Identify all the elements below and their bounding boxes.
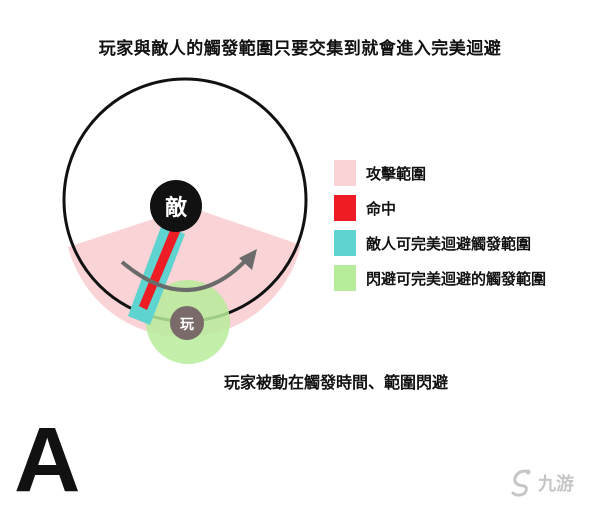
watermark: 九游 (508, 468, 574, 498)
movement-arrow (120, 256, 250, 292)
watermark-text: 九游 (538, 474, 574, 495)
legend-item: 命中 (334, 195, 546, 221)
legend: 攻擊範圍 命中 敵人可完美迴避觸發範圍 閃避可完美迴避的觸發範圍 (334, 160, 546, 300)
diagram-caption: 玩家被動在觸發時間、範圍閃避 (224, 373, 449, 392)
legend-swatch-enemy-trigger (334, 230, 356, 256)
panel-letter: A (14, 409, 81, 511)
hit-bar (139, 228, 180, 310)
enemy-circle (150, 180, 202, 232)
legend-swatch-hit (334, 195, 356, 221)
legend-item: 攻擊範圍 (334, 160, 546, 186)
legend-item: 敵人可完美迴避觸發範圍 (334, 230, 546, 256)
legend-swatch-attack-range (334, 160, 356, 186)
legend-item: 閃避可完美迴避的觸發範圍 (334, 265, 546, 291)
movement-arrowhead (239, 249, 257, 270)
player-label: 玩 (180, 317, 194, 333)
legend-label: 閃避可完美迴避的觸發範圍 (366, 269, 547, 288)
legend-label: 命中 (366, 199, 397, 218)
enemy-label: 敵 (165, 195, 188, 221)
legend-swatch-dodge-trigger (334, 265, 356, 291)
legend-label: 攻擊範圍 (366, 164, 427, 183)
player-circle (170, 306, 204, 340)
legend-label: 敵人可完美迴避觸發範圍 (366, 234, 532, 253)
watermark-logo-icon (511, 469, 531, 497)
diagram-title: 玩家與敵人的觸發範圍只要交集到就會進入完美迴避 (98, 39, 502, 59)
